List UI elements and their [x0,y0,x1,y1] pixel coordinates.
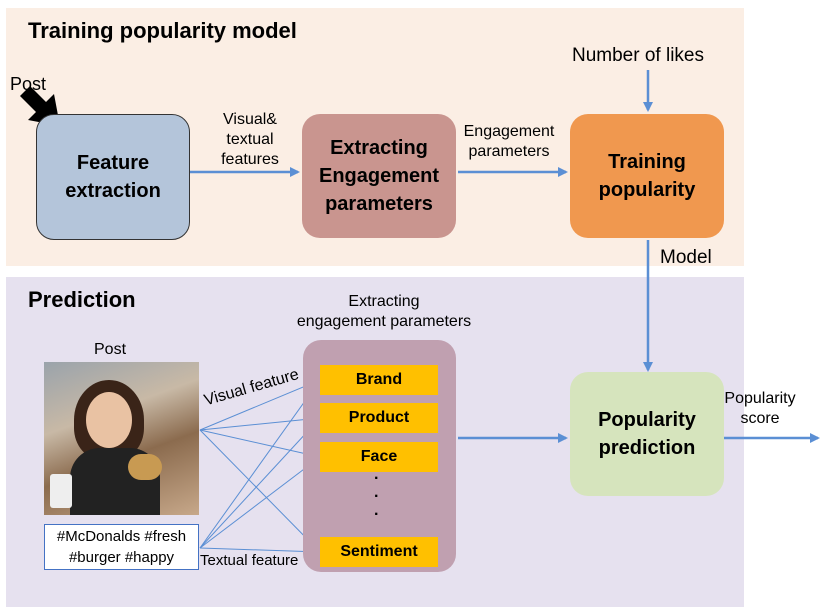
post-label-bottom: Post [94,341,127,358]
param-sentiment: Sentiment [320,537,438,567]
ellipsis-dots: ··· [374,470,380,523]
feature-extraction-box: Feature extraction [36,114,190,240]
param-product: Product [320,403,438,433]
popularity-score-label: Popularity score [724,390,796,427]
extracting-engagement-box: Extracting Engagement parameters [302,114,456,238]
hashtag-box: #McDonalds #fresh #burger #happy [44,524,199,570]
model-label: Model [660,247,712,268]
table-cup [50,474,72,508]
prediction-title: Prediction [28,287,136,312]
visual-textual-label: Visual& textual features [221,111,279,168]
burger [128,454,162,480]
training-popularity-box: Training popularity [570,114,724,238]
number-of-likes-label: Number of likes [572,45,704,66]
post-label-top: Post [10,74,47,94]
param-brand: Brand [320,365,438,395]
popularity-prediction-box: Popularity prediction [570,372,724,496]
visual-fan-lines [199,379,321,553]
person-face [86,392,132,448]
textual-feature-label: Textual feature [200,552,299,569]
param-face: Face [320,442,438,472]
post-photo [44,362,199,515]
training-title: Training popularity model [28,18,297,43]
extracting-parameters-label: Extracting engagement parameters [296,293,472,330]
engagement-parameters-label: Engagement parameters [463,123,555,160]
